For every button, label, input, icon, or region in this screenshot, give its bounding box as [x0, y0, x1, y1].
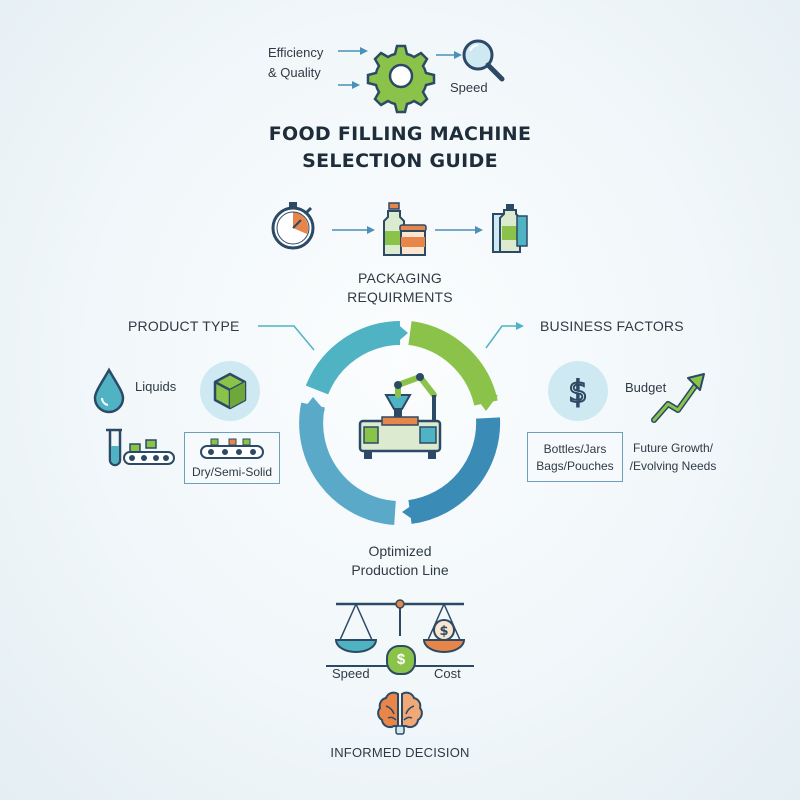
optimized-production-label: Optimized Production Line — [300, 543, 500, 578]
liquids-label: Liquids — [135, 379, 177, 394]
page-title-line2: SELECTION GUIDE — [302, 150, 498, 172]
budget-label: Budget — [625, 380, 667, 395]
future-growth-line2: /Evolving Needs — [629, 459, 717, 473]
product-type-connector — [258, 325, 315, 351]
balance-scale-icon: $ — [326, 599, 474, 667]
dollar-badge-text: $ — [396, 651, 406, 668]
optimized-line1: Optimized — [368, 543, 432, 559]
bottle-jar-icon — [383, 202, 427, 256]
page-title-line1: FOOD FILLING MACHINE — [268, 123, 532, 145]
svg-text:$: $ — [568, 375, 587, 410]
optimized-line2: Production Line — [351, 562, 449, 578]
magnifier-icon — [462, 39, 505, 82]
future-growth-label: Future Growth/ /Evolving Needs — [618, 440, 728, 474]
svg-text:$: $ — [439, 624, 448, 639]
jar-to-bottles-arrow — [435, 226, 483, 234]
water-drop-icon — [93, 367, 125, 414]
dry-semi-solid-box: Dry/Semi-Solid — [184, 432, 280, 484]
bags-pouches-label: Bags/Pouches — [536, 459, 614, 473]
informed-decision-label: INFORMED DECISION — [330, 745, 470, 760]
dollar-icon: $ — [548, 361, 608, 421]
stopwatch-icon — [271, 202, 315, 250]
gear-icon — [366, 44, 436, 114]
packaging-line2: REQUIRMENTS — [347, 289, 453, 305]
stopwatch-to-jar-arrow — [332, 226, 375, 234]
beaker-conveyor-icon — [106, 428, 175, 467]
balance-speed-label: Speed — [332, 666, 370, 681]
product-type-heading: PRODUCT TYPE — [128, 318, 240, 334]
packaging-line1: PACKAGING — [357, 270, 442, 286]
efficiency-text: Efficiency — [268, 45, 324, 60]
process-cycle-ring — [299, 321, 501, 525]
brain-icon — [377, 691, 423, 735]
dry-semi-solid-label: Dry/Semi-Solid — [191, 465, 272, 479]
filling-machine-icon — [358, 373, 442, 459]
bottles-icon — [492, 204, 528, 253]
conveyor-icon — [200, 438, 264, 459]
cube-icon — [200, 361, 260, 421]
growth-arrow-icon — [651, 373, 705, 423]
speed-top-label: Speed — [450, 80, 488, 95]
gear-to-magnifier-arrow — [436, 51, 462, 59]
bottles-jars-label: Bottles/Jars — [543, 442, 607, 456]
quality-text: & Quality — [268, 65, 321, 80]
business-factors-connector — [485, 322, 524, 349]
business-factors-heading: BUSINESS FACTORS — [540, 318, 684, 334]
balance-cost-label: Cost — [434, 666, 461, 681]
efficiency-label: Efficiency & Quality — [268, 45, 348, 81]
balance-dollar-badge: $ — [386, 645, 416, 675]
packaging-requirements-label: PACKAGING REQUIRMENTS — [300, 270, 500, 305]
future-growth-line1: Future Growth/ — [632, 441, 714, 455]
containers-box: Bottles/Jars Bags/Pouches — [527, 432, 623, 482]
efficiency-arrows — [338, 47, 368, 89]
